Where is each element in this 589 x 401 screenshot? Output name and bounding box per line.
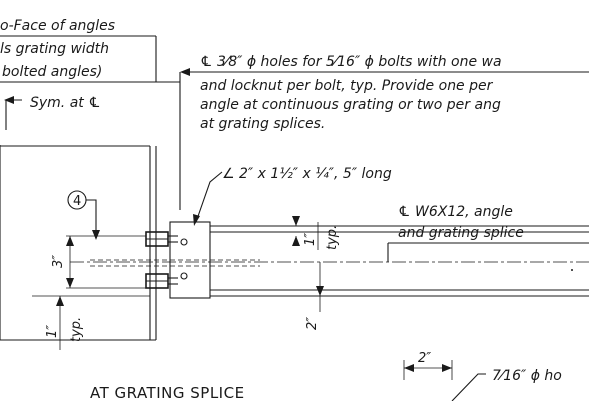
detail-marker-4: 4	[67, 190, 100, 240]
sym-label: Sym. at ℄	[30, 95, 101, 111]
dimension-2in-right: 2″	[300, 262, 340, 330]
detail-title: AT GRATING SPLICE	[90, 384, 245, 401]
dimension-1in-right-label: 1″	[303, 233, 318, 246]
angle-callout: ∠ 2″ x 1½″ x ¼″, 5″ long	[193, 166, 392, 226]
dimension-1in-right: 1″ typ.	[290, 216, 340, 250]
stray-mark	[571, 269, 573, 271]
holes-note-line-3: angle at continuous grating or two per a…	[200, 97, 501, 113]
bolt-upper	[145, 231, 188, 247]
dimension-1in-left-label: 1″	[45, 325, 60, 338]
dimension-3in: 3″	[51, 235, 146, 289]
beam-elevation	[0, 145, 589, 341]
dimension-1in-left: 1″ typ.	[32, 295, 150, 350]
dimension-2in-bottom-label: 2″	[418, 351, 431, 366]
hole-note-bottom: 7⁄16″ ϕ ho	[451, 368, 562, 401]
holes-note-line-2: and locknut per bolt, typ. Provide one p…	[200, 78, 494, 94]
note-bolted-angles: bolted angles)	[2, 64, 102, 80]
detail-marker-number: 4	[73, 194, 81, 209]
note-grating-width: ls grating width	[0, 41, 109, 57]
dimension-typ-right-label: typ.	[325, 225, 340, 250]
w6x12-note: ℄ W6X12, angle and grating splice	[387, 204, 589, 262]
hole-note-text: 7⁄16″ ϕ ho	[492, 368, 562, 384]
dimension-2in-bottom: 2″	[403, 351, 453, 380]
holes-note: ℄ 3⁄8″ ϕ holes for 5⁄16″ ϕ bolts with on…	[179, 54, 589, 210]
grating-width-note: o-Face of angles ls grating width bolted…	[0, 18, 180, 83]
note-face-of-angles: o-Face of angles	[0, 18, 115, 34]
bolt-lower	[145, 272, 188, 289]
symmetry-note: Sym. at ℄	[0, 95, 101, 340]
dimension-typ-left-label: typ.	[69, 317, 84, 342]
w6x12-line-2: and grating splice	[398, 225, 524, 241]
dimension-3in-label: 3″	[51, 255, 66, 268]
angle-callout-text: ∠ 2″ x 1½″ x ¼″, 5″ long	[222, 166, 392, 182]
w6x12-line-1: ℄ W6X12, angle	[398, 204, 513, 220]
holes-note-line-1: ℄ 3⁄8″ ϕ holes for 5⁄16″ ϕ bolts with on…	[200, 54, 502, 70]
holes-note-line-4: at grating splices.	[200, 116, 325, 132]
dimension-2in-right-label: 2″	[305, 317, 320, 330]
